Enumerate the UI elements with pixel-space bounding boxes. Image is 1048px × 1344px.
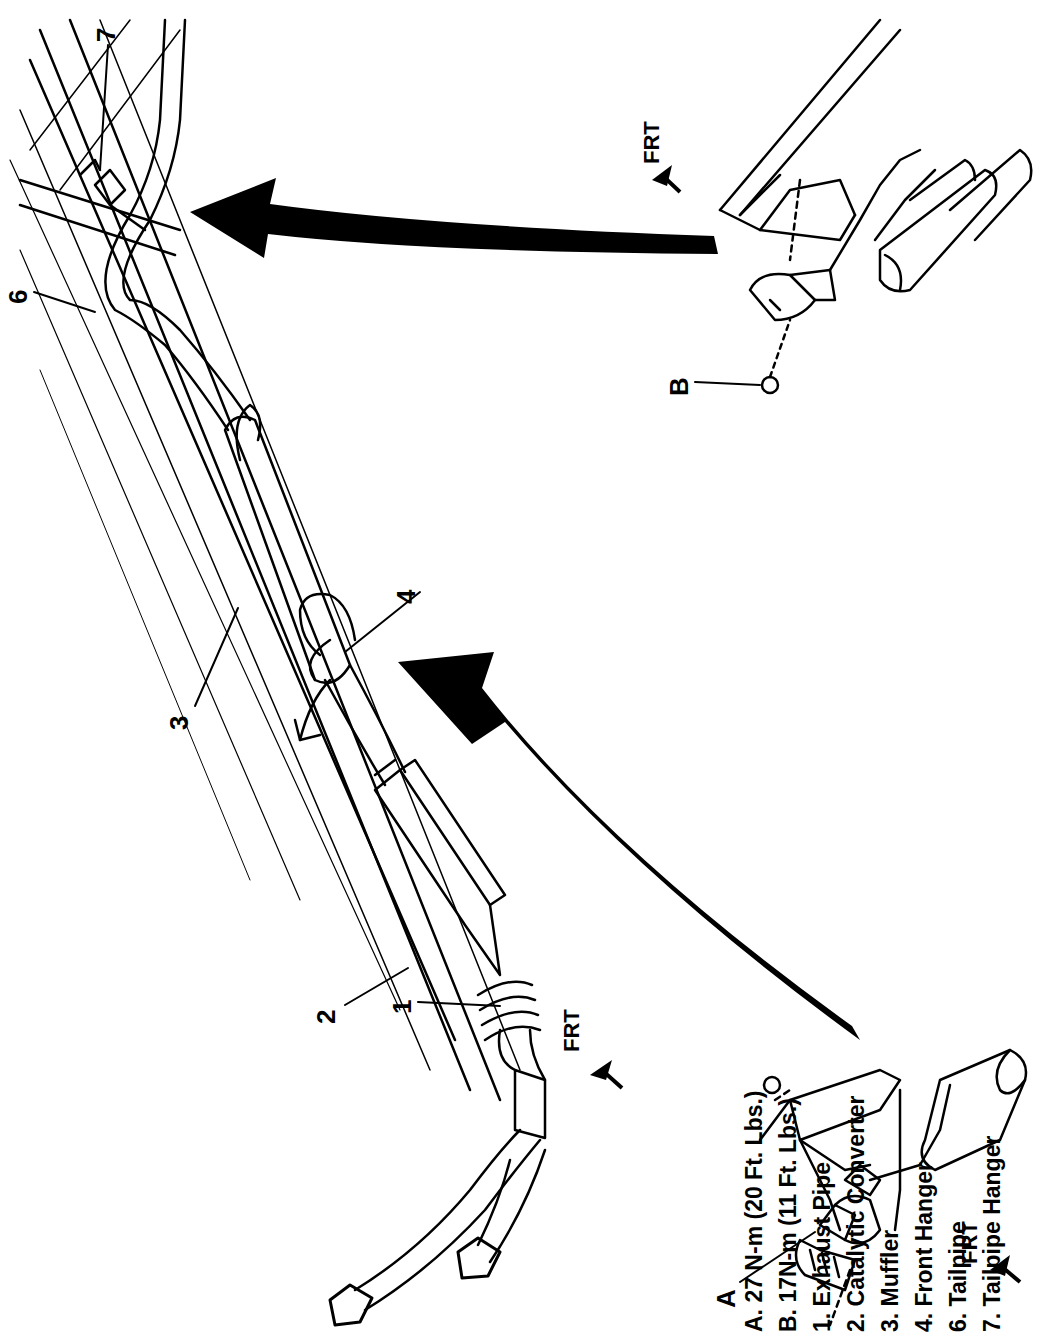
callout-number: 2 — [312, 1010, 341, 1024]
key-entry: 3. Muffler — [878, 1230, 903, 1332]
key-entry: A. 27 N-m (20 Ft. Lbs.) — [742, 1090, 767, 1332]
key-entry: 1. Exhaust Pipe — [810, 1162, 835, 1332]
callout-number: 4 — [392, 590, 421, 604]
key-entry: 7. Tailpipe Hanger — [980, 1136, 1005, 1332]
callout-number: 3 — [165, 716, 194, 730]
key-entry: 4. Front Hanger — [912, 1162, 937, 1332]
front-indicator: FRT — [560, 1009, 584, 1052]
front-indicator: FRT — [640, 121, 664, 164]
callout-letter: B — [665, 377, 694, 396]
key-entry: 6. Tailpipe — [946, 1221, 971, 1332]
callout-letter: A — [712, 1289, 741, 1308]
callout-number: 1 — [388, 1000, 417, 1014]
callout-number: 7 — [92, 28, 121, 42]
key-entry: B. 17N-m (11 Ft. Lbs.) — [776, 1098, 801, 1332]
key-entry: 2. Catalytic Converter — [844, 1096, 869, 1332]
callout-number: 6 — [4, 290, 33, 304]
